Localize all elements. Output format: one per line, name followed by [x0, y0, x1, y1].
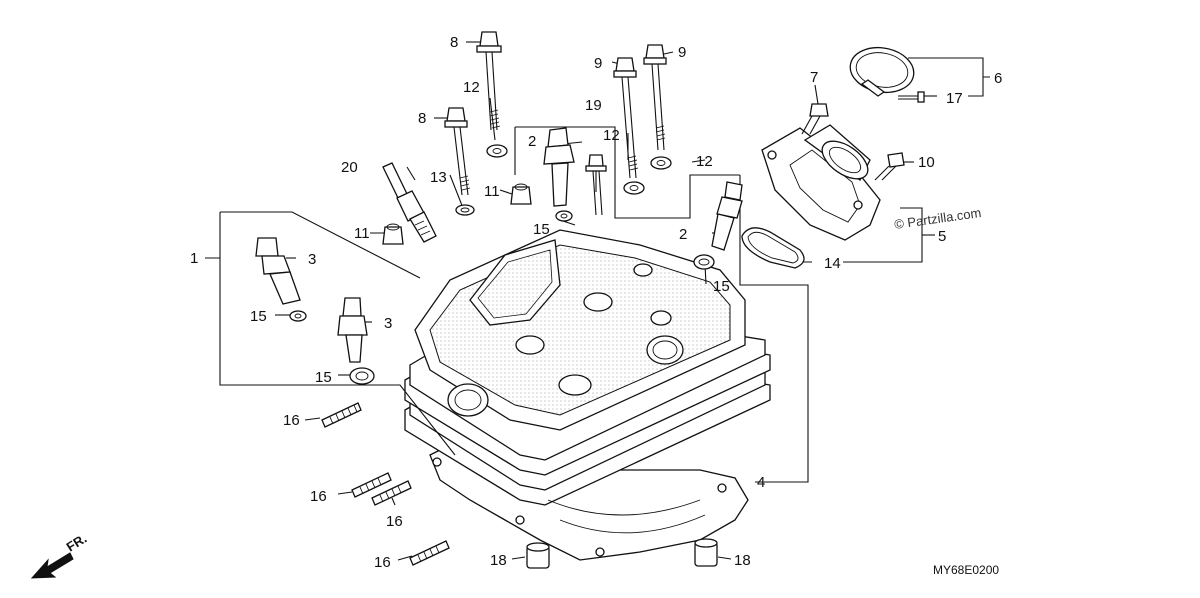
callout-19: 19 [585, 97, 602, 114]
callout-11-center: 11 [484, 183, 500, 200]
stud-3-lower [337, 297, 368, 363]
callout-15-right: 15 [713, 278, 730, 295]
direction-label: FR. [64, 531, 90, 555]
spark-plug-20 [382, 162, 437, 243]
callout-9-right: 9 [678, 44, 686, 61]
callout-8-lower: 8 [418, 110, 426, 127]
insulator-5 [761, 124, 881, 241]
washer-13 [455, 204, 475, 216]
callout-4: 4 [757, 474, 765, 491]
callout-20: 20 [341, 159, 358, 176]
callout-8-upper: 8 [450, 34, 458, 51]
bolt-7 [801, 103, 829, 135]
screw-17 [898, 91, 925, 103]
callout-labels: 1 2 2 3 3 4 5 6 7 8 8 9 9 10 11 11 12 12… [190, 34, 1002, 571]
callout-16-lower: 16 [374, 554, 391, 571]
dowels-18 [526, 538, 718, 569]
callout-12-right: 12 [696, 153, 713, 170]
callout-1: 1 [190, 250, 198, 267]
front-arrow-icon: FR. [30, 531, 90, 579]
callout-10: 10 [918, 154, 935, 171]
nuts-11 [382, 183, 532, 245]
bolt-9-left [613, 57, 639, 179]
bolt-9-right [643, 44, 667, 151]
callout-18-left: 18 [490, 552, 507, 569]
bolt-19 [585, 154, 607, 216]
callout-18-right: 18 [734, 552, 751, 569]
washers-12 [486, 144, 672, 195]
callout-2-center: 2 [528, 133, 536, 150]
callout-2-right: 2 [679, 226, 687, 243]
callout-16-middle-left: 16 [310, 488, 327, 505]
callout-5: 5 [938, 228, 946, 245]
oring-14 [741, 227, 805, 269]
bolt-8-lower [444, 107, 471, 196]
band-clamp-6 [849, 46, 915, 97]
stud-3-upper [255, 237, 301, 305]
dowel-2-right [711, 181, 743, 251]
callout-6: 6 [994, 70, 1002, 87]
callout-17: 17 [946, 90, 963, 107]
bolt-10 [874, 152, 905, 181]
cylinder-head [404, 229, 771, 561]
callout-7: 7 [810, 69, 818, 86]
callout-15-center: 15 [533, 221, 550, 238]
seals-15 [289, 210, 715, 385]
callout-11-left: 11 [354, 225, 370, 242]
callout-15-lower-left: 15 [315, 369, 332, 386]
studs-16 [321, 402, 450, 566]
callout-12-center: 12 [603, 127, 620, 144]
callout-13: 13 [430, 169, 447, 186]
callout-14: 14 [824, 255, 841, 272]
diagram-code: MY68E0200 [933, 563, 999, 577]
bolt-8-upper [476, 31, 502, 131]
callout-12-upper: 12 [463, 79, 480, 96]
callout-15-upper-left: 15 [250, 308, 267, 325]
callout-3-upper: 3 [308, 251, 316, 268]
callout-16-upper: 16 [283, 412, 300, 429]
dowel-2-center [543, 127, 575, 207]
leader-lines [205, 41, 990, 561]
callout-16-middle-right: 16 [386, 513, 403, 530]
callout-3-lower: 3 [384, 315, 392, 332]
callout-9-left: 9 [594, 55, 602, 72]
